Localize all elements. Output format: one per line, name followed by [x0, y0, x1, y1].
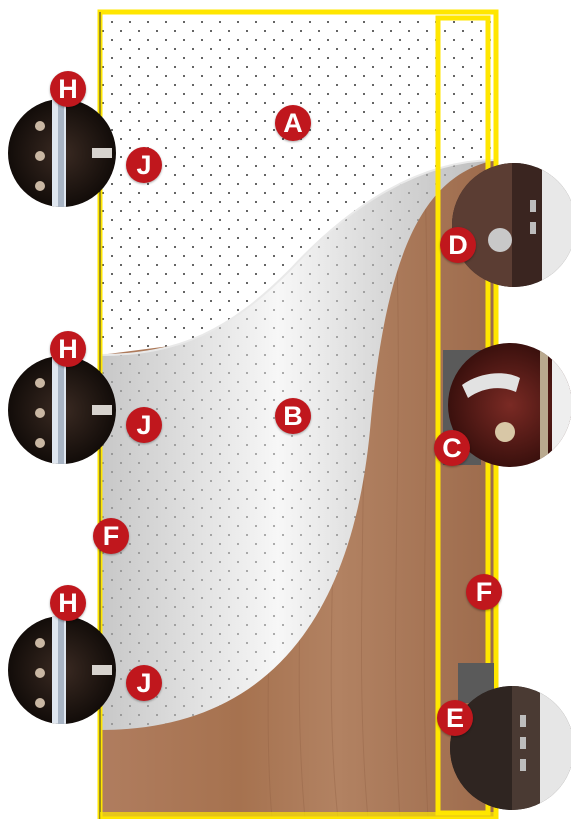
callout-d: D [440, 227, 476, 263]
callout-e: E [437, 700, 473, 736]
upper-lock-photo [452, 163, 571, 287]
callout-f-right: F [466, 574, 502, 610]
lower-lock-photo [450, 686, 571, 810]
callout-j-middle: J [126, 407, 162, 443]
callout-f-left: F [93, 518, 129, 554]
callout-j-bottom: J [126, 665, 162, 701]
callout-b: B [275, 398, 311, 434]
callout-h-top: H [50, 71, 86, 107]
callout-a: A [275, 105, 311, 141]
callout-c: C [434, 430, 470, 466]
callout-j-top: J [126, 147, 162, 183]
callout-h-middle: H [50, 331, 86, 367]
callout-h-bottom: H [50, 585, 86, 621]
door-bottom-edge [100, 812, 496, 819]
